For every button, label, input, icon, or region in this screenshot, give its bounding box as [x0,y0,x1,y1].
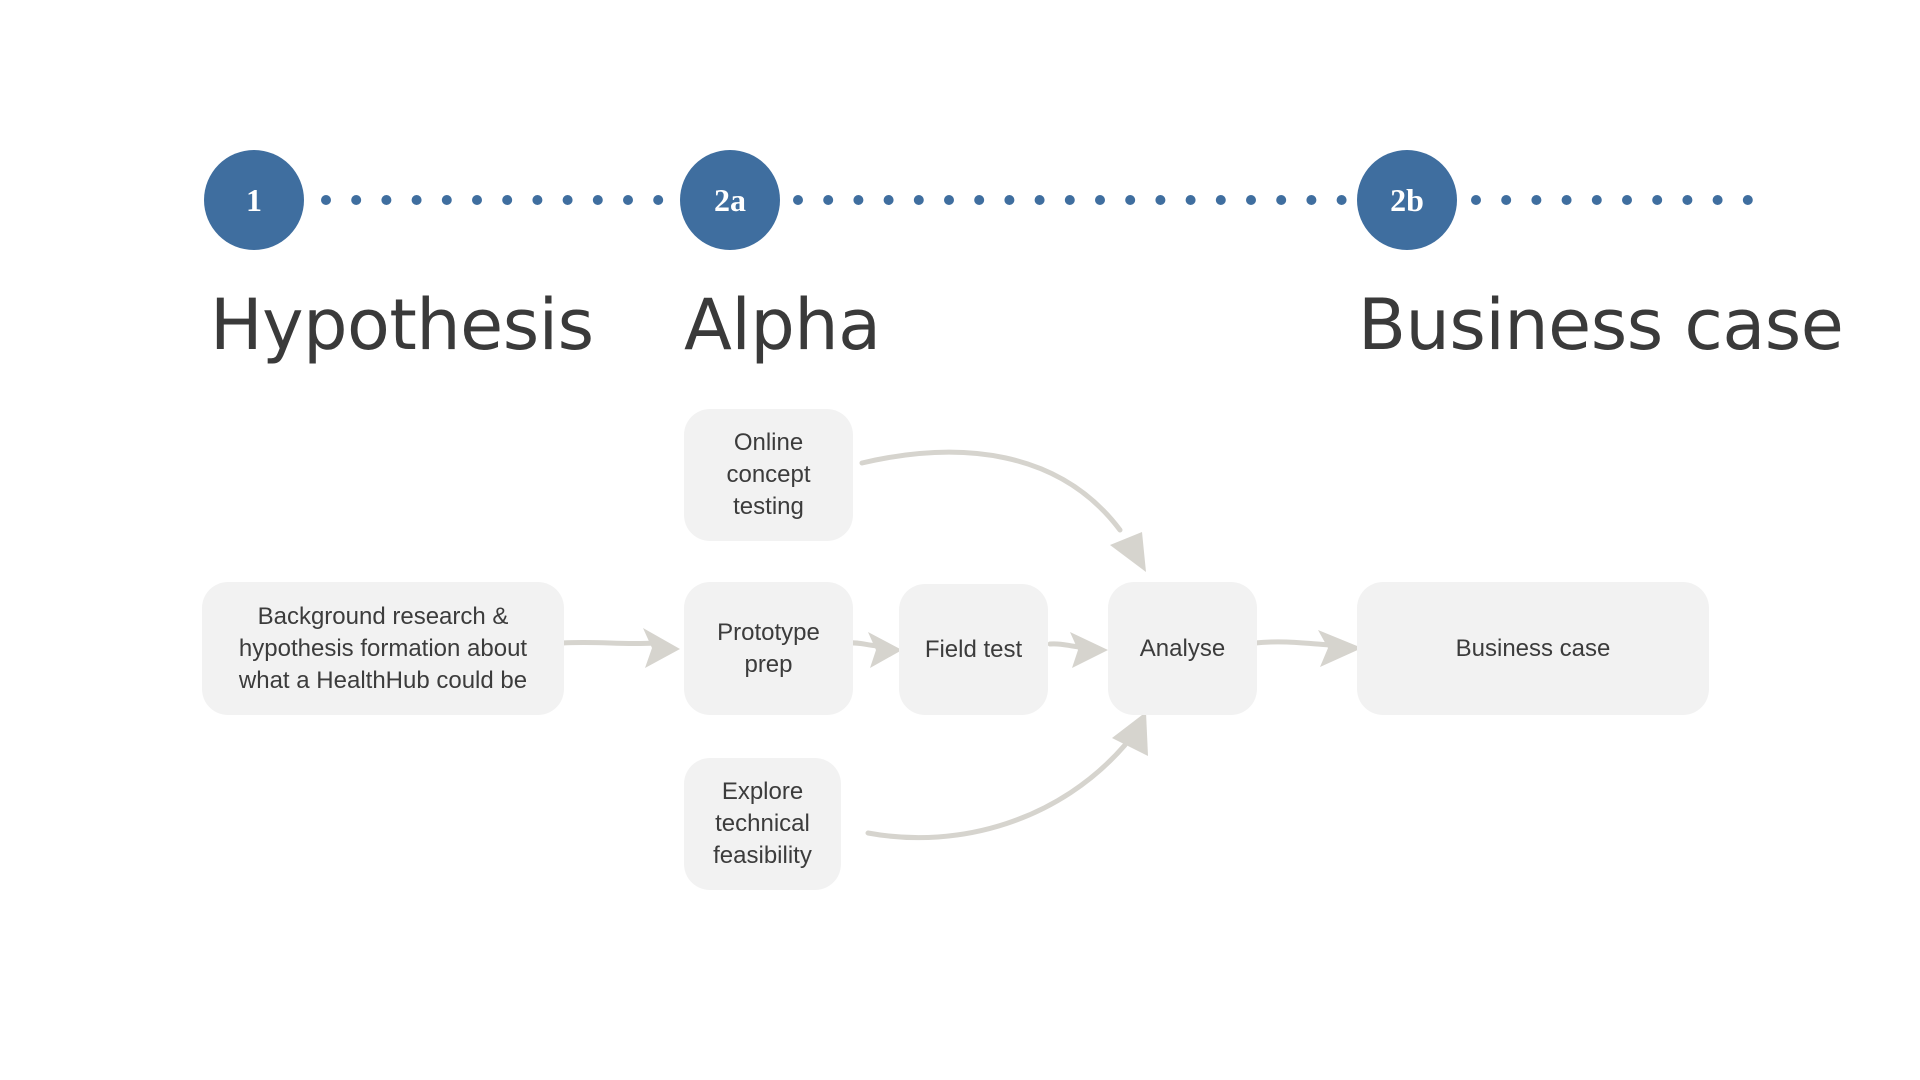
step-business-case-label: Business case [1455,634,1611,662]
timeline-dot [592,195,603,205]
step-analyse-label: Analyse [1139,634,1226,662]
timeline-dot [1155,195,1166,205]
timeline-dot [562,195,573,205]
timeline-dot [1095,195,1105,205]
timeline-dot [1531,195,1542,205]
timeline-dot [381,195,392,205]
timeline-dot [1652,195,1663,205]
timeline-dot [793,195,803,205]
step-field-test: Field test [899,584,1048,715]
timeline-dot [502,195,513,205]
timeline-dot [1276,195,1287,205]
stage-2a-number: 2a [714,181,746,218]
timeline-dot [823,195,834,205]
timeline-dot [1246,195,1256,205]
timeline-dot [1215,195,1226,205]
step-field-test-label: Field test [924,635,1023,663]
timeline-dot [1622,195,1632,205]
timeline-dot [1682,195,1693,205]
timeline-dot [472,195,482,205]
step-explore-feasibility-label: Explore technical feasibility [713,778,812,869]
timeline-dot [944,195,954,205]
timeline-dot [1185,195,1196,205]
timeline-dot [623,195,633,205]
timeline-dot [1034,195,1045,205]
step-online-concept-testing: Online concept testing [684,409,853,541]
timeline-dot [1712,195,1723,205]
step-online-concept-testing-label: Online concept testing [726,429,811,520]
step-background-research: Background research & hypothesis formati… [202,582,564,715]
timeline-dot [883,195,894,205]
timeline-dot [853,195,864,205]
timeline-dot [1336,195,1347,205]
step-explore-feasibility: Explore technical feasibility [684,758,841,890]
timeline-dot [1591,195,1602,205]
timeline-dot [1064,195,1075,205]
timeline-dot [1004,195,1015,205]
stage-2a-title: Alpha [684,284,881,366]
timeline-dot [411,195,422,205]
timeline-dot [1471,195,1481,205]
timeline-dot [351,195,362,205]
step-background-research-label: Background research & hypothesis formati… [238,602,528,694]
stage-1-title: Hypothesis [210,284,594,366]
stage-2b-title: Business case [1358,284,1844,366]
timeline-dot [441,195,452,205]
stage-1-number: 1 [246,181,262,218]
step-analyse: Analyse [1108,582,1257,715]
timeline-dot [1561,195,1572,205]
timeline-dot [321,195,331,205]
timeline-dot [913,195,924,205]
timeline-dot [1501,195,1512,205]
step-business-case: Business case [1357,582,1709,715]
stage-2b-number: 2b [1390,181,1424,218]
stage-1-circle: 1 [204,150,304,250]
step-prototype-prep: Prototype prep [684,582,853,715]
timeline-dot [1742,195,1753,205]
stage-2b-circle: 2b [1357,150,1457,250]
timeline-dot [1306,195,1317,205]
timeline-dot [1125,195,1136,205]
timeline-dot [532,195,543,205]
timeline-dot [974,195,985,205]
timeline-dot [653,195,664,205]
stage-2a-circle: 2a [680,150,780,250]
step-prototype-prep-label: Prototype prep [717,618,820,678]
